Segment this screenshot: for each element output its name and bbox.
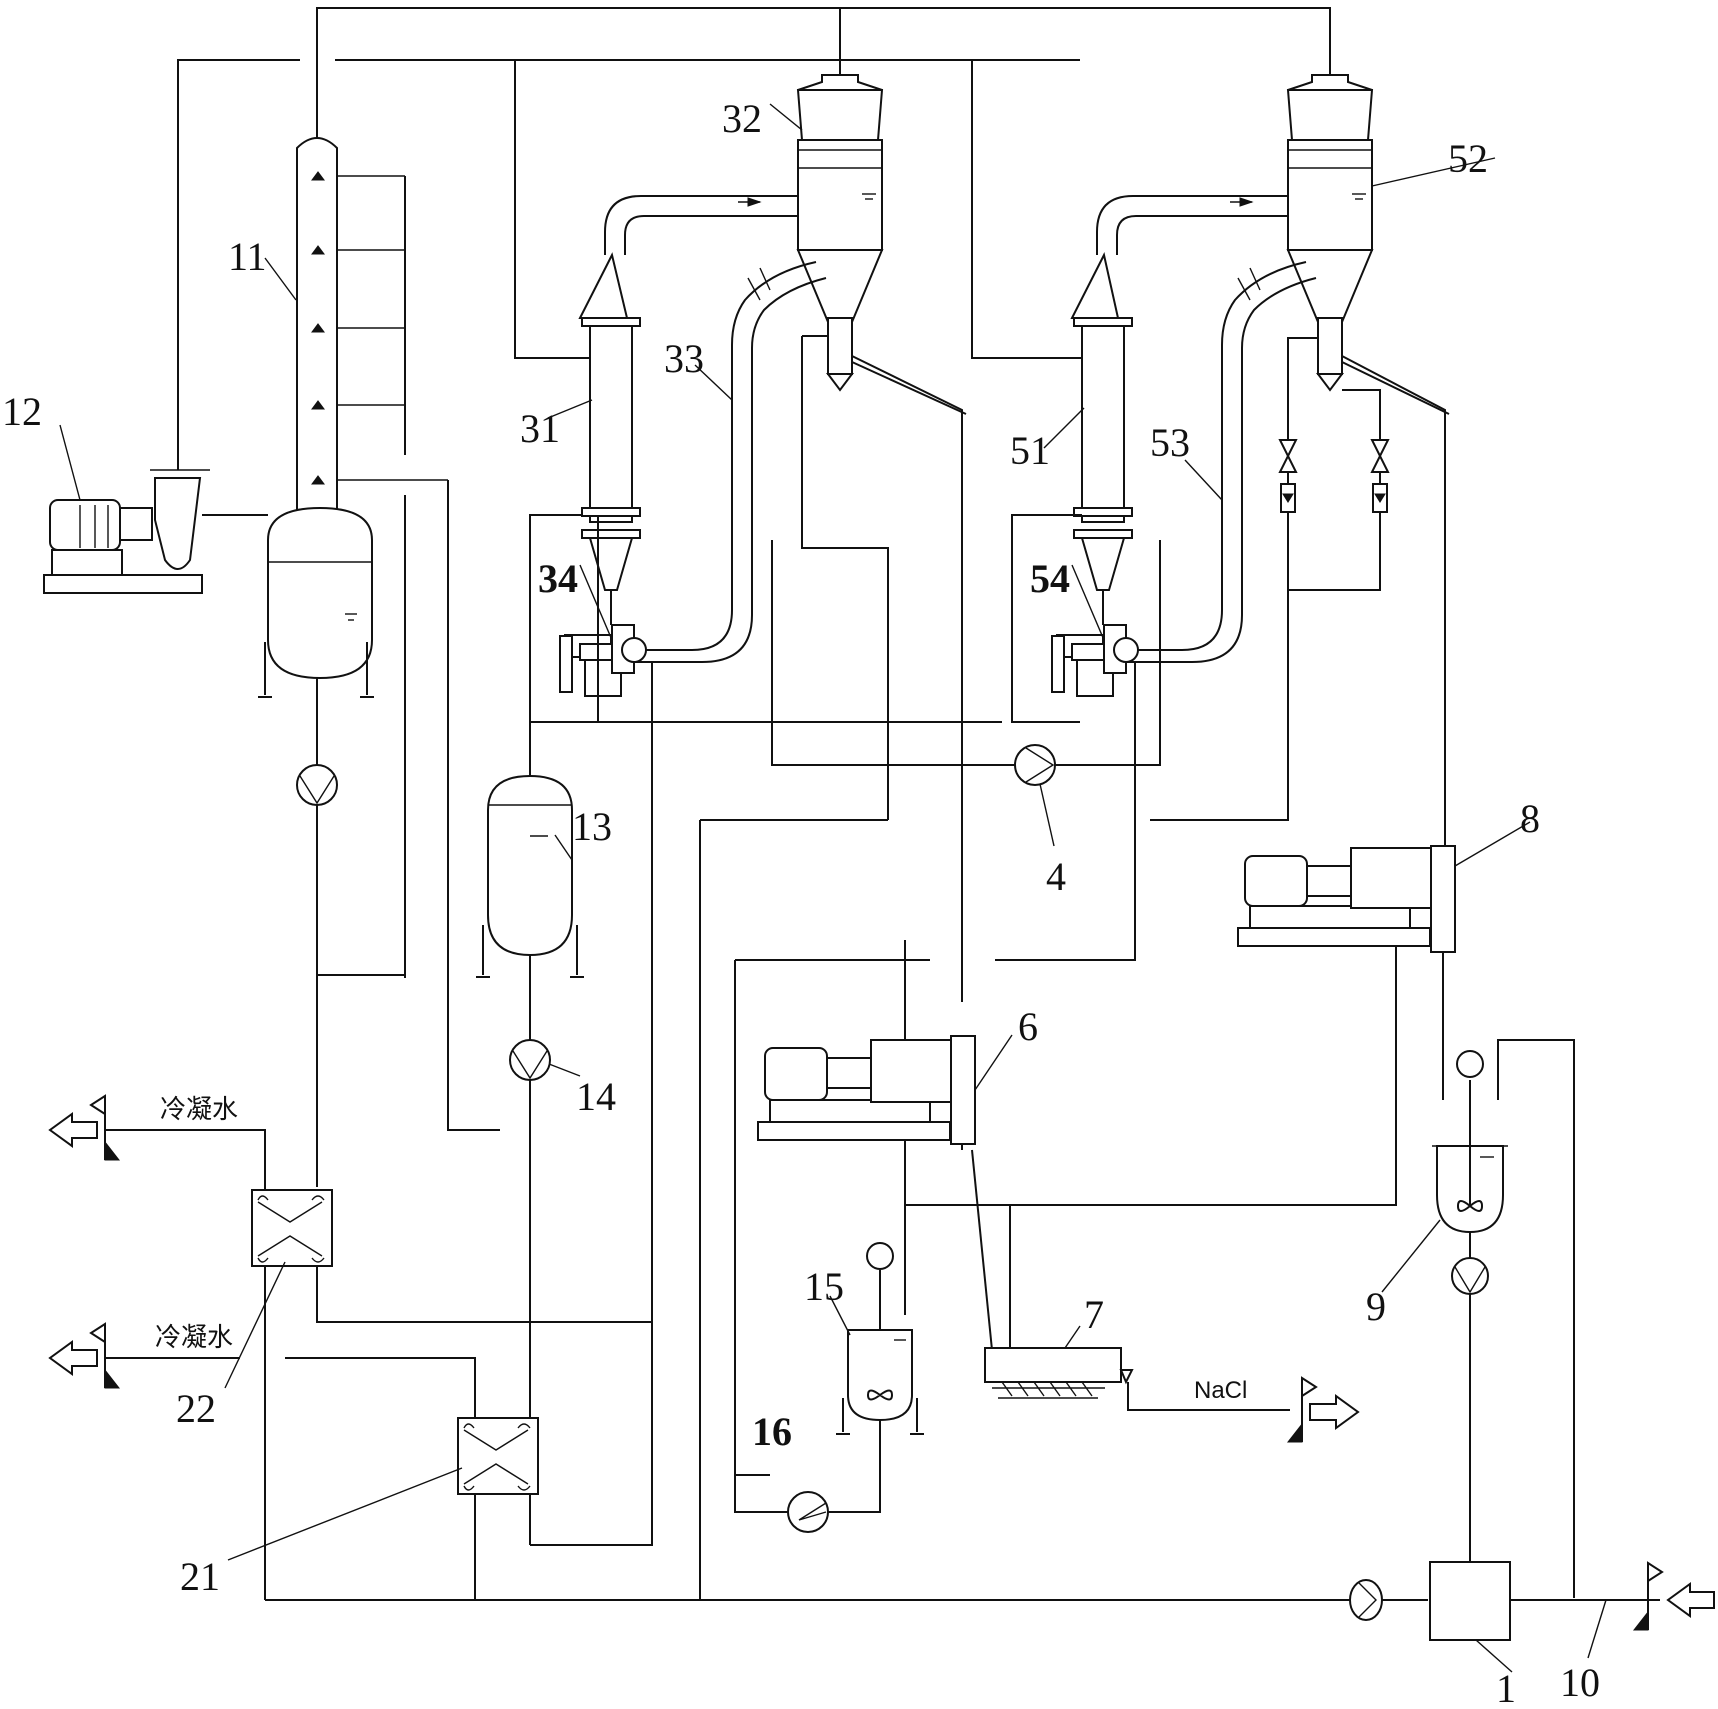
feed-inlet-arrow xyxy=(1632,1561,1715,1631)
downcomer-33 xyxy=(632,261,827,663)
circulation-pump-34-icon xyxy=(559,624,647,697)
valve-2-icon xyxy=(1370,439,1390,513)
label-31: 31 xyxy=(520,406,560,451)
label-22: 22 xyxy=(176,1386,216,1431)
label-51: 51 xyxy=(1010,428,1050,473)
feed-pump-icon xyxy=(1349,1579,1383,1621)
stirred-tank-9-icon xyxy=(1432,1039,1575,1598)
label-13: 13 xyxy=(572,804,612,849)
separator-32 xyxy=(796,74,884,392)
label-6: 6 xyxy=(1018,1004,1038,1049)
pump-column-bottom-icon xyxy=(296,764,338,806)
label-33: 33 xyxy=(664,336,704,381)
condensate-outlet-2 xyxy=(48,1322,121,1389)
label-34: 34 xyxy=(538,556,578,601)
nacl-product-label: NaCl xyxy=(1194,1377,1247,1404)
pump-16-icon xyxy=(734,1475,829,1533)
stirred-tank-15-icon xyxy=(828,1205,924,1513)
valve-1-icon xyxy=(1278,439,1298,513)
label-16: 16 xyxy=(752,1409,792,1454)
label-1: 1 xyxy=(1496,1666,1516,1709)
heat-exchanger-21-icon xyxy=(105,1357,539,1600)
feed-tank-1-icon xyxy=(1429,1561,1511,1641)
circulation-pipe-upper-1 xyxy=(604,195,798,255)
distillation-column-11 xyxy=(296,137,500,1131)
centrifuge-8-icon xyxy=(1237,845,1456,1100)
condensate-outlet-1 xyxy=(48,1094,121,1161)
label-9: 9 xyxy=(1366,1284,1386,1329)
nacl-outlet xyxy=(1286,1376,1360,1443)
label-15: 15 xyxy=(804,1264,844,1309)
label-11: 11 xyxy=(228,234,267,279)
label-32: 32 xyxy=(722,96,762,141)
label-10: 10 xyxy=(1560,1660,1600,1705)
condensate-water-label-2: 冷凝水 xyxy=(155,1323,233,1353)
vapor-compressor-12-icon xyxy=(43,160,210,594)
centrifuge-6-icon xyxy=(757,1035,996,1381)
column-bottom-tank xyxy=(202,506,405,1187)
pump-14-icon xyxy=(509,1039,551,1081)
circulation-pipe-upper-2 xyxy=(1096,195,1288,255)
condensate-tank-13 xyxy=(476,514,598,1418)
label-53: 53 xyxy=(1150,420,1190,465)
condensate-water-label-1: 冷凝水 xyxy=(160,1095,238,1125)
top-vapor-header xyxy=(177,7,1331,359)
heater-51 xyxy=(1070,252,1133,625)
circulation-pump-54-icon xyxy=(1051,624,1139,697)
label-54: 54 xyxy=(1030,556,1070,601)
label-4: 4 xyxy=(1046,854,1066,899)
leader-lines xyxy=(59,103,1607,1673)
heat-exchanger-22-icon xyxy=(105,1129,652,1600)
separator-52 xyxy=(1286,74,1374,392)
pump-9-outlet-icon xyxy=(1451,1257,1489,1562)
salt-conveyor-7-icon xyxy=(984,1347,1290,1411)
heater-31 xyxy=(578,252,641,625)
label-8: 8 xyxy=(1520,796,1540,841)
pump-4-icon xyxy=(1014,744,1056,786)
label-7: 7 xyxy=(1084,1292,1104,1337)
label-14: 14 xyxy=(576,1074,616,1119)
label-52: 52 xyxy=(1448,136,1488,181)
label-21: 21 xyxy=(180,1554,220,1599)
downcomer-53 xyxy=(1124,261,1317,663)
label-12: 12 xyxy=(2,389,42,434)
feed-header-10 xyxy=(265,820,1660,1601)
